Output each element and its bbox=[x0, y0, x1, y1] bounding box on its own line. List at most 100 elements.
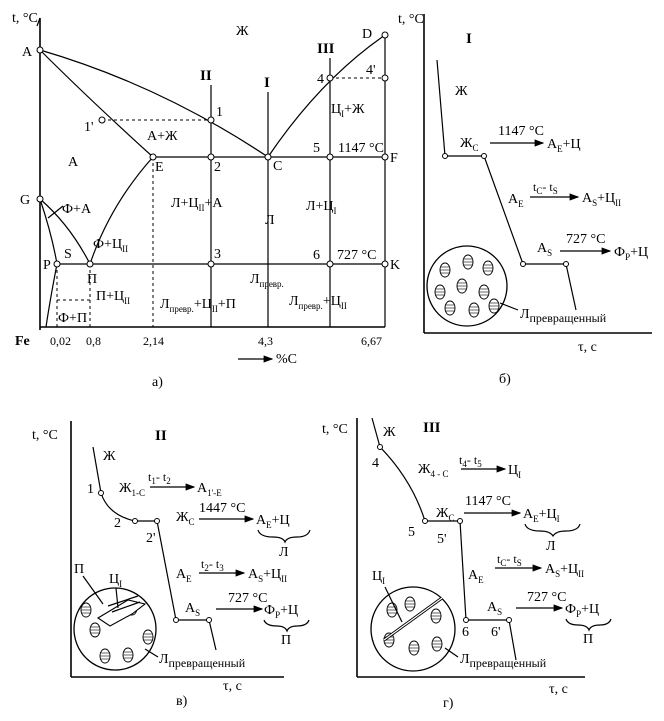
point-s: S bbox=[64, 247, 72, 262]
c-point-1: 1 bbox=[87, 482, 94, 497]
region-f-a: Ф+А bbox=[62, 202, 92, 217]
temp-1147: 1147 °С bbox=[338, 141, 384, 156]
c-micro-c1: ЦI bbox=[109, 572, 122, 589]
line-es bbox=[89, 156, 154, 265]
c-temp-1447: 1447 °С bbox=[199, 501, 245, 516]
b-interval: tC- tS bbox=[533, 180, 558, 196]
c-pearlite: П bbox=[281, 633, 291, 648]
point-5: 5 bbox=[313, 141, 320, 156]
b-micro-pointer bbox=[499, 302, 519, 311]
point-e: E bbox=[155, 160, 164, 175]
region-f-p: Ф+П bbox=[58, 311, 87, 326]
region-a-zh: A+Ж bbox=[147, 129, 178, 144]
c-reaction-3: ФР+Ц bbox=[264, 603, 298, 620]
d-point-6: 6 bbox=[462, 625, 469, 640]
region-austenite: A bbox=[68, 155, 79, 170]
point-g: G bbox=[20, 193, 30, 208]
region-lprev-c2: Лпревр.+ЦII bbox=[289, 294, 347, 311]
d-point-6-prime: 6' bbox=[491, 625, 501, 640]
d-reaction-3: ФР+Ц bbox=[565, 602, 599, 619]
alloy-i-label: I bbox=[264, 75, 270, 91]
axis-x-label: %C bbox=[276, 352, 297, 367]
c-point-2-prime: 2' bbox=[146, 531, 156, 546]
tick-0-02: 0,02 bbox=[50, 334, 71, 348]
line-gs bbox=[39, 198, 91, 265]
c-ledeburite: Л bbox=[279, 545, 289, 560]
d-pearlite: П bbox=[583, 632, 593, 647]
panel-b-cooling-curve: t, °C I Ж ЖС 1147 °С АЕ+Ц АE tC- tS АS+Ц… bbox=[398, 12, 652, 387]
d-liquid: Ж bbox=[383, 425, 396, 440]
line-gp bbox=[39, 198, 58, 265]
b-reaction-1: АЕ+Ц bbox=[547, 137, 581, 154]
region-l-c1: Л+ЦI bbox=[306, 199, 337, 216]
point-d: D bbox=[362, 27, 372, 42]
b-reaction-3: ФР+Ц bbox=[614, 245, 648, 262]
d-micro-label: Лпревращенный bbox=[460, 652, 547, 670]
region-ledeburite: Л bbox=[265, 213, 275, 228]
d-austenite-s: АS bbox=[487, 600, 502, 617]
b-micro-label: Лпревращенный bbox=[520, 307, 607, 325]
b-liquid: Ж bbox=[455, 84, 468, 99]
d-liquid-c: ЖС bbox=[436, 506, 455, 523]
point-k: K bbox=[390, 258, 400, 273]
caption-d: г) bbox=[443, 696, 454, 711]
c-austenite-s: АS bbox=[185, 601, 200, 618]
c-austenite-e: АЕ bbox=[176, 567, 192, 584]
region-liquid: Ж bbox=[236, 24, 249, 39]
solidus-ae bbox=[39, 49, 154, 158]
d-austenite-e: АЕ bbox=[468, 568, 484, 585]
d-curve-seg1 bbox=[371, 417, 381, 448]
c-micro-p: П bbox=[74, 562, 84, 577]
b-cooling-curve bbox=[436, 59, 577, 311]
region-l-c-a: Л+ЦII+А bbox=[171, 196, 223, 213]
d-interval-cs: tC- tS bbox=[497, 552, 522, 568]
point-c: C bbox=[273, 159, 282, 174]
c-reaction-1: АЕ+Ц bbox=[256, 513, 290, 530]
alloy-ii-label: II bbox=[200, 68, 212, 84]
c-point-2: 2 bbox=[114, 516, 121, 531]
d-point-4: 4 bbox=[372, 456, 379, 471]
b-austenite-s: АS bbox=[537, 241, 552, 258]
c-micro-pointer bbox=[144, 648, 159, 658]
c-liquid: Ж bbox=[103, 449, 116, 464]
fa-pointer bbox=[47, 205, 64, 219]
b-axis-t: t, °C bbox=[398, 12, 424, 27]
d-axis-tau: τ, с bbox=[549, 682, 568, 697]
d-point-5-prime: 5' bbox=[437, 532, 447, 547]
point-f: F bbox=[390, 151, 398, 166]
c-axis-t: t, °C bbox=[32, 428, 58, 443]
d-brace-2 bbox=[565, 618, 612, 632]
alloy-iii-label: III bbox=[317, 41, 335, 57]
tick-0-8: 0,8 bbox=[86, 334, 101, 348]
c-liquid-c: ЖС bbox=[176, 510, 195, 527]
d-reaction-1: АЕ+ЦI bbox=[523, 507, 560, 524]
panel-d-cooling-curve: t, °C III Ж 4 5 5' 6 6' Ж4 - С t4- t5 ЦI… bbox=[322, 417, 612, 711]
caption-c: в) bbox=[176, 694, 188, 709]
liquidus-ac bbox=[39, 49, 269, 158]
point-4: 4 bbox=[317, 72, 324, 87]
b-reaction-2: АS+ЦII bbox=[582, 191, 621, 208]
caption-b: б) bbox=[499, 372, 511, 387]
b-temp-1147: 1147 °С bbox=[498, 124, 544, 139]
c-pointer-p bbox=[82, 575, 104, 605]
axis-arrow-tip bbox=[36, 17, 41, 27]
tick-6-67: 6,67 bbox=[361, 334, 382, 348]
d-axis-t: t, °C bbox=[322, 422, 348, 437]
b-roman: I bbox=[466, 31, 472, 47]
region-c-zh: ЦI+Ж bbox=[331, 102, 365, 119]
point-p: P bbox=[43, 258, 51, 273]
d-temp-1147: 1147 °С bbox=[465, 494, 511, 509]
point-1-prime: 1' bbox=[84, 120, 94, 135]
temp-727: 727 °С bbox=[337, 248, 376, 263]
region-pearlite: П bbox=[87, 272, 97, 287]
c-brace-1 bbox=[257, 529, 311, 544]
d-ledeburite: Л bbox=[546, 539, 556, 554]
d-roman: III bbox=[423, 420, 441, 436]
point-6: 6 bbox=[313, 248, 320, 263]
axis-t-label: t, °C bbox=[12, 11, 38, 26]
c-interval-12: t1- t2 bbox=[148, 470, 171, 486]
panel-c-cooling-curve: t, °C II Ж 1 2 2' Ж1-С t1- t2 А1'-Е ЖС 1… bbox=[32, 421, 311, 709]
point-4-prime: 4' bbox=[366, 63, 376, 78]
c-curve-seg2 bbox=[100, 492, 136, 522]
b-austenite-e: АE bbox=[508, 192, 524, 209]
